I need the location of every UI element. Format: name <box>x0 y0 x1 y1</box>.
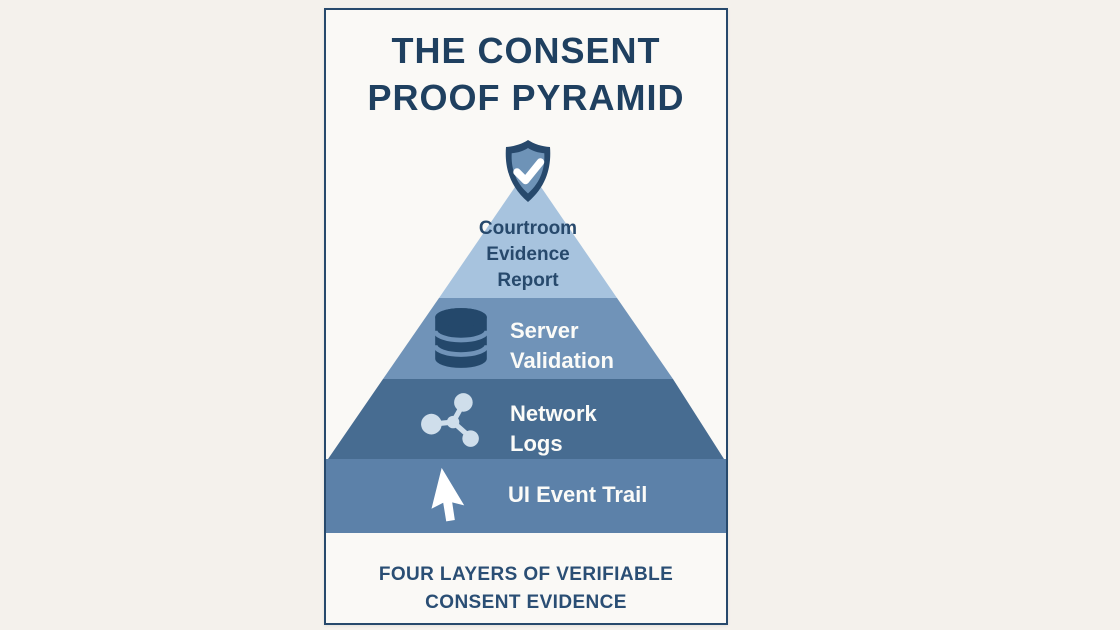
database-icon <box>433 308 489 368</box>
page-title: THE CONSENT PROOF PYRAMID <box>367 30 685 118</box>
layer-label-server-validation: Server Validation <box>510 318 614 373</box>
pyramid-layer-server-validation <box>383 298 673 379</box>
infographic-card: THE CONSENT PROOF PYRAMID Courtroom Evid… <box>324 8 728 625</box>
layer-label-ui-event-trail: UI Event Trail <box>508 482 648 507</box>
pyramid-layer-ui-event-trail <box>326 459 726 533</box>
layer-label-network-logs: Network Logs <box>510 401 597 456</box>
layer-label-courtroom-evidence-report: Courtroom Evidence Report <box>478 218 578 291</box>
network-nodes-icon <box>421 393 479 447</box>
pyramid-layer-network-logs <box>328 379 724 459</box>
shield-check-icon <box>505 140 551 202</box>
footer-caption: FOUR LAYERS OF VERIFIABLE CONSENT EVIDEN… <box>378 564 674 613</box>
cursor-arrow-icon <box>431 467 465 522</box>
